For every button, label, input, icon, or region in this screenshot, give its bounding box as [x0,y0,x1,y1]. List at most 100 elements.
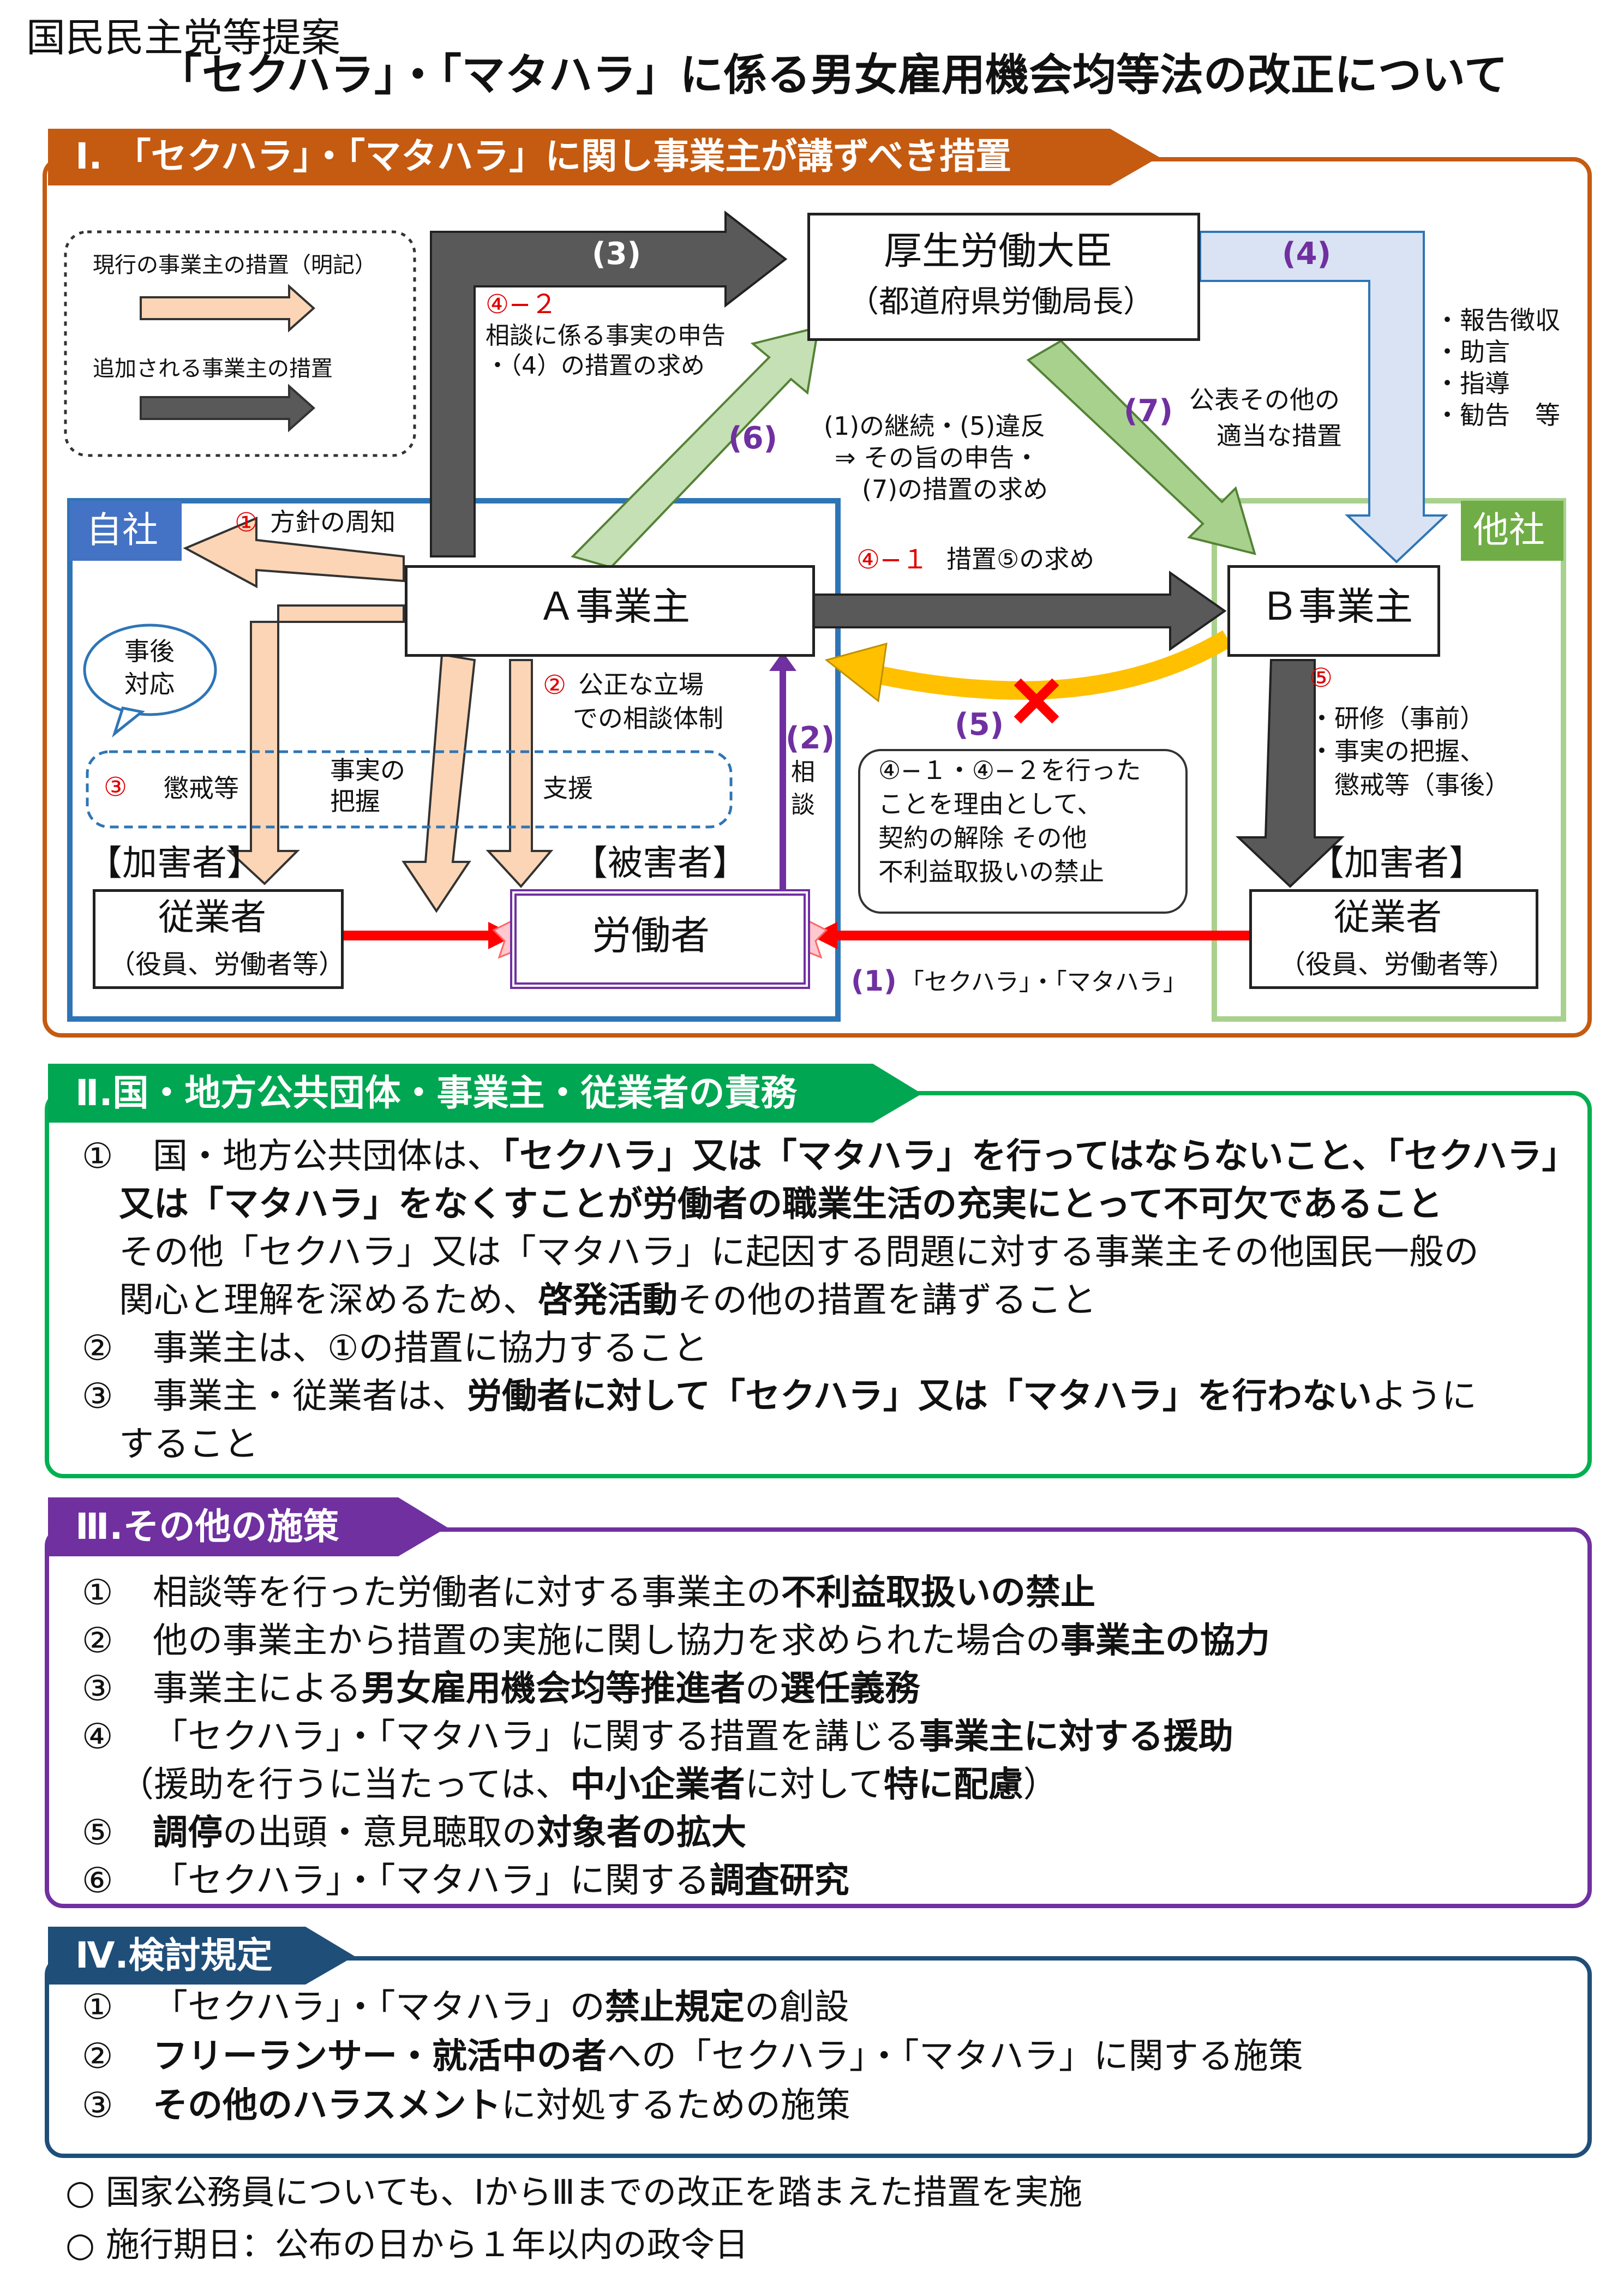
section2-line-text: 啓発活動 [538,1280,678,1321]
section4-line-text: に対処するための施策 [501,2085,850,2126]
section2-line-number: ① [82,1136,113,1177]
section3-line-text: 不利益取扱いの禁止 [781,1573,1095,1613]
section3-line-text: 事業主による [153,1669,362,1709]
ban-line-1: ④−１・④−２を行った [878,756,1141,785]
section2-line-text: 事業主は、①の措置に協力すること [153,1328,708,1369]
section2-line-number: ② [82,1328,113,1369]
employee-left-title: 従業者 [158,896,266,938]
label-fact-1: 事実の [330,756,405,785]
label-c3-text: 懲戒等 [164,774,239,803]
legend-current-label: 現行の事業主の措置（明記） [93,253,376,278]
label-soudan-2: 談 [791,791,815,819]
section2-box [45,1091,1592,1478]
section2-line-text: ように [1371,1376,1477,1417]
section4-box [45,1956,1592,2158]
section2-line-number: ③ [82,1376,113,1417]
section3-line-text: 他の事業主から措置の実施に関し協力を求められた場合の [153,1621,1060,1661]
section2-line-text: その他「セクハラ」又は「マタハラ」に起因する問題に対する事業主その他国民一般の [119,1232,1479,1273]
footer-note-1: ○ 国家公務員についても、ⅠからⅢまでの改正を踏まえた措置を実施 [65,2172,1083,2212]
page-title: 「セクハラ」・「マタハラ」に係る男女雇用機会均等法の改正について [158,50,1508,100]
ban-line-2: ことを理由として、 [878,789,1102,819]
report-item-1: ・報告徴収 [1435,305,1560,335]
legend-added-label: 追加される事業主の措置 [93,356,333,381]
section2-line: 又は「マタハラ」をなくすことが労働者の職業生活の充実にとって不可欠であること [82,1183,1442,1226]
section4-line-number: ② [82,2036,113,2077]
employee-right-box [1249,889,1538,989]
six-note-3: (7)の措置の求め [862,475,1048,504]
section2-line-text: 事業主・従業者は、 [153,1376,467,1417]
section3-line-text: 事業主の協力 [1060,1621,1270,1661]
section3-line-number: ② [82,1621,113,1661]
minister-sub: （都道府県労働局長） [848,284,1154,320]
section2-line: ② 事業主は、①の措置に協力すること [82,1327,708,1370]
section3-line-text: （援助を行うに当たっては、 [119,1765,571,1805]
label-4-1-num: ④−１ [856,544,928,575]
section3-line-text: に対して [745,1765,884,1805]
section3-line-text: の [745,1669,781,1709]
label-c5-num: ⑤ [1309,663,1333,693]
worker-label: 労働者 [592,913,710,958]
victim-label: 【被害者】 [573,843,747,884]
label-fact-2: 把握 [330,787,380,816]
perpetrator-label-right: 【加害者】 [1309,843,1484,884]
employee-left-box [93,889,344,989]
report-item-3: ・指導 [1435,369,1510,398]
section3-line: ① 相談等を行った労働者に対する事業主の不利益取扱いの禁止 [82,1571,1095,1615]
label-4-2-text1: 相談に係る事実の申告 [486,322,726,350]
label-3: (3) [592,236,642,272]
proposer-label: 国民民主党等提案 [26,15,341,61]
after-bubble-text: 事後 対応 [124,637,175,699]
section4-line-number: ① [82,1987,113,2028]
label-harass: 「セクハラ」・「マタハラ」 [900,968,1187,996]
report-item-4: ・勧告 等 [1435,400,1560,430]
label-c5-item-1: ・研修（事前） [1309,704,1485,733]
label-c2-text1: 公正な立場 [578,670,704,699]
tasha-tag [1461,501,1563,561]
section3-line-number: ① [82,1573,113,1613]
label-5: (5) [955,707,1004,742]
section2-line: その他「セクハラ」又は「マタハラ」に起因する問題に対する事業主その他国民一般の [82,1231,1479,1274]
section3-line-text: 事業主に対する援助 [919,1717,1233,1757]
label-soudan-1: 相 [791,758,815,786]
ban-line-4: 不利益取扱いの禁止 [878,857,1104,886]
label-1: (1) [851,965,897,998]
section3-line-text: ） [1023,1765,1058,1805]
publish-text-1: 公表その他の [1189,385,1340,415]
section3-line-text: 対象者の拡大 [537,1813,746,1853]
section3-line-number: ⑥ [82,1861,113,1901]
section2-line-text: 又は「マタハラ」をなくすことが労働者の職業生活の充実にとって不可欠であること [119,1184,1443,1225]
ban-line-3: 契約の解除 その他 [878,823,1087,853]
section3-line-text: 相談等を行った労働者に対する事業主の [153,1573,781,1613]
section2-line-text: その他の措置を講ずること [678,1280,1096,1321]
section4-line-number: ③ [82,2085,113,2126]
six-note-1: (1)の継続・(5)違反 [824,411,1046,441]
section2-line: ① 国・地方公共団体は、「セクハラ」又は「マタハラ」を行ってはならないこと、「セク… [82,1135,1577,1178]
section2-line-text: 国・地方公共団体は、 [153,1136,502,1177]
b-employer-box [1227,565,1440,657]
section2-heading: Ⅱ.国・地方公共団体・事業主・従業者の責務 [75,1072,797,1114]
section3-line-text: 「セクハラ」・「マタハラ」に関する [153,1861,710,1901]
section3-line-text: 「セクハラ」・「マタハラ」に関する措置を講じる [153,1717,919,1757]
section4-heading: Ⅳ.検討規定 [75,1934,273,1976]
section2-line: すること [82,1423,259,1466]
label-4-2-text2: ・（4）の措置の求め [486,352,705,380]
section2-line-text: 関心と理解を深めるため、 [119,1280,538,1321]
employee-right-sub: （役員、労働者等） [1279,949,1515,980]
label-c5-item-3: 懲戒等（事後） [1309,770,1510,800]
label-c2-text2: での相談体制 [573,704,723,733]
section2-line-text: 労働者に対して「セクハラ」又は「マタハラ」を行わない [467,1376,1372,1417]
section2-line-text: 「セクハラ」又は「マタハラ」を行ってはならないこと、「セクハラ」 [502,1136,1577,1177]
label-support: 支援 [543,774,593,803]
label-7: (7) [1124,393,1173,429]
section3-line-text: 特に配慮 [883,1765,1023,1805]
section3-line: ② 他の事業主から措置の実施に関し協力を求められた場合の事業主の協力 [82,1619,1270,1663]
section3-heading: Ⅲ.その他の施策 [75,1506,339,1548]
b-employer-label: Ｂ事業主 [1260,584,1413,629]
section3-line-text: 調査研究 [709,1861,849,1901]
section4-line-text: への「セクハラ」・「マタハラ」に関する施策 [607,2036,1303,2077]
section2-line-text: すること [119,1424,259,1465]
section1-heading: Ⅰ. 「セクハラ」・「マタハラ」に関し事業主が講ずべき措置 [75,135,1012,177]
